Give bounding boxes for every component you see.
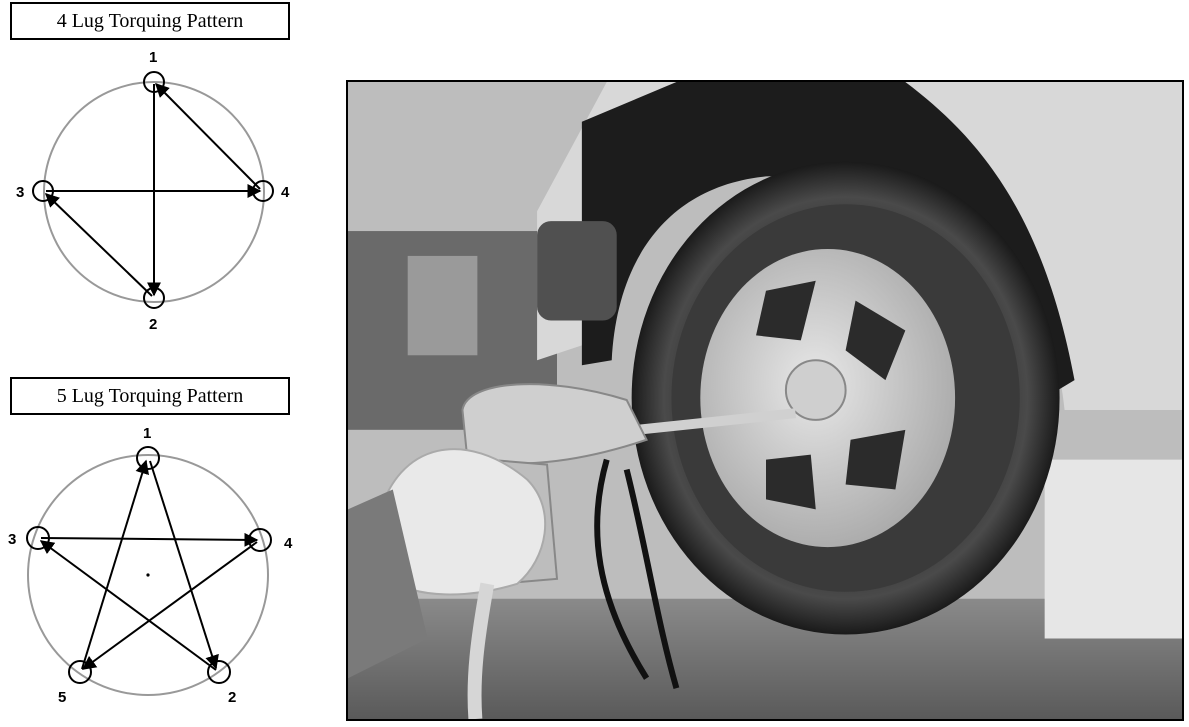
five-lug-center-dot	[146, 573, 150, 577]
four-lug-title: 4 Lug Torquing Pattern	[10, 2, 290, 40]
photo-cables	[594, 458, 680, 690]
photo-lift-pad	[1044, 459, 1182, 639]
five-lug-nut-5	[68, 660, 92, 684]
five-lug-title: 5 Lug Torquing Pattern	[10, 377, 290, 415]
photo-wrench-extension	[636, 408, 797, 435]
wheel-photo-illustration	[348, 82, 1182, 719]
five-lug-label-3: 3	[8, 531, 16, 548]
five-lug-wheel-circle	[27, 454, 269, 696]
four-lug-wheel-circle	[43, 81, 265, 303]
photo-car-fender-dark	[581, 82, 1075, 410]
photo-hubcap-slot-3	[845, 429, 906, 490]
five-lug-nut-1	[136, 446, 160, 470]
four-lug-arrow-4-1	[155, 83, 261, 190]
wheel-torquing-photo	[346, 80, 1184, 721]
four-lug-label-4: 4	[281, 184, 290, 201]
five-lug-pattern-diagram: 1 2 3 4 5	[8, 425, 293, 706]
five-lug-arrow-2-3	[39, 540, 217, 671]
five-lug-arrow-5-1	[81, 459, 149, 670]
five-lug-arrow-3-4	[40, 532, 259, 547]
photo-hubcap-slot-2	[845, 300, 906, 381]
five-lug-arrow-1-2	[149, 460, 219, 670]
photo-gloved-hand	[376, 448, 547, 596]
photo-wheel-center	[784, 359, 847, 421]
photo-hubcap-slot-1	[756, 280, 816, 341]
four-lug-label-2: 2	[149, 316, 157, 333]
photo-hubcap-slot-4	[765, 454, 816, 510]
five-lug-label-2: 2	[228, 689, 236, 706]
five-lug-nut-2	[207, 660, 231, 684]
photo-mirror	[537, 221, 617, 321]
five-lug-arrow-4-5	[81, 541, 258, 670]
photo-equipment-screen	[407, 255, 478, 356]
four-lug-label-1: 1	[149, 49, 157, 66]
five-lug-label-5: 5	[58, 689, 66, 706]
five-lug-label-1: 1	[143, 425, 151, 442]
four-lug-label-3: 3	[16, 184, 24, 201]
photo-air-hose	[467, 582, 495, 719]
four-lug-arrow-2-3	[44, 193, 153, 297]
five-lug-label-4: 4	[284, 535, 293, 552]
photo-arm-sleeve	[348, 489, 428, 679]
four-lug-pattern-diagram: 1 2 3 4	[16, 49, 290, 333]
